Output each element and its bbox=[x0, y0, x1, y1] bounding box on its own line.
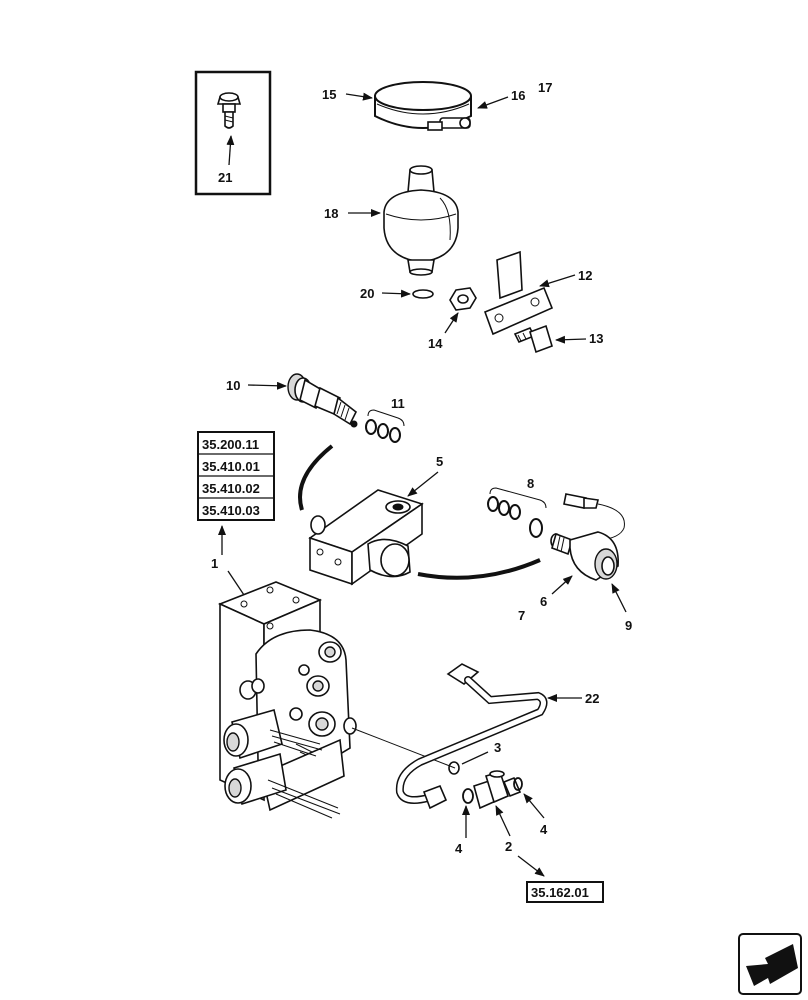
solenoid-cartridge-6 bbox=[550, 532, 573, 556]
ref-35-162-01[interactable]: 35.162.01 bbox=[531, 885, 589, 900]
leader-5 bbox=[407, 471, 439, 497]
callout-12: 12 bbox=[578, 268, 592, 283]
accumulator-18 bbox=[383, 165, 459, 276]
callout-9: 9 bbox=[625, 618, 632, 633]
solenoid-coil-9 bbox=[569, 531, 619, 581]
main-valve-assembly bbox=[217, 581, 357, 819]
ref-35-410-01[interactable]: 35.410.01 bbox=[202, 459, 260, 474]
ref-35-410-02[interactable]: 35.410.02 bbox=[202, 481, 260, 496]
leader-4-right bbox=[523, 793, 545, 819]
callout-3: 3 bbox=[494, 740, 501, 755]
leader-21 bbox=[226, 135, 235, 166]
callout-21: 21 bbox=[218, 170, 232, 185]
leader-2 bbox=[495, 805, 511, 837]
callout-14: 14 bbox=[428, 336, 443, 351]
hose-lower bbox=[417, 558, 541, 580]
ref-35-410-03[interactable]: 35.410.03 bbox=[202, 503, 260, 518]
leader-ref-2 bbox=[517, 855, 545, 877]
solenoid-upper-left bbox=[223, 709, 323, 760]
callout-13: 13 bbox=[589, 331, 603, 346]
nut-14 bbox=[449, 287, 477, 311]
centerline bbox=[351, 727, 456, 769]
clamp-screw-16 bbox=[427, 117, 471, 131]
seal-kit-11 bbox=[365, 409, 405, 443]
valve-cartridge-10 bbox=[287, 373, 358, 428]
next-page-arrow-icon[interactable] bbox=[738, 933, 802, 995]
inset-box-bolt: 21 bbox=[194, 70, 272, 196]
callout-16: 16 bbox=[511, 88, 525, 103]
leader-16 bbox=[477, 96, 509, 109]
hose-upper bbox=[298, 444, 334, 511]
ref-35-200-11[interactable]: 35.200.11 bbox=[202, 437, 259, 452]
leader-13 bbox=[555, 335, 587, 344]
callout-7: 7 bbox=[518, 608, 525, 623]
electrical-connector bbox=[563, 493, 625, 541]
steel-tube-22 bbox=[395, 663, 548, 810]
leader-10 bbox=[247, 381, 287, 390]
leader-12 bbox=[539, 274, 576, 288]
callout-15: 15 bbox=[322, 87, 336, 102]
callout-20: 20 bbox=[360, 286, 374, 301]
leader-14 bbox=[444, 312, 459, 334]
leader-9 bbox=[611, 583, 627, 613]
callout-2: 2 bbox=[505, 839, 512, 854]
callout-5: 5 bbox=[436, 454, 443, 469]
leader-15 bbox=[345, 92, 373, 101]
bolt-21 bbox=[216, 92, 242, 129]
bracket-12 bbox=[483, 250, 554, 336]
o-ring-4-left bbox=[462, 788, 474, 804]
o-ring-20 bbox=[412, 289, 434, 299]
leader-6 bbox=[551, 575, 573, 595]
clamp-band-15 bbox=[374, 81, 472, 131]
manifold-block-5 bbox=[308, 489, 424, 586]
callout-22: 22 bbox=[585, 691, 599, 706]
leader-3 bbox=[461, 751, 489, 765]
solenoid-lower-left bbox=[224, 752, 341, 819]
callout-10: 10 bbox=[226, 378, 240, 393]
reference-stack: 35.200.11 35.410.01 35.410.02 35.410.03 bbox=[197, 431, 275, 521]
callout-4-right: 4 bbox=[540, 822, 548, 837]
callout-17: 17 bbox=[538, 80, 552, 95]
callout-1: 1 bbox=[211, 556, 218, 571]
leader-20 bbox=[381, 289, 411, 298]
reference-bottom: 35.162.01 bbox=[526, 881, 604, 903]
callout-4-left: 4 bbox=[455, 841, 463, 856]
bolt-13 bbox=[513, 324, 553, 354]
o-ring-4-right bbox=[513, 777, 523, 791]
seal-kit-8 bbox=[487, 487, 547, 538]
elbow-fitting-2 bbox=[462, 770, 523, 810]
leader-1 bbox=[227, 570, 247, 599]
callout-18: 18 bbox=[324, 206, 338, 221]
callout-8: 8 bbox=[527, 476, 534, 491]
o-ring-3 bbox=[448, 761, 460, 775]
callout-6: 6 bbox=[540, 594, 547, 609]
callout-11: 11 bbox=[391, 396, 405, 411]
